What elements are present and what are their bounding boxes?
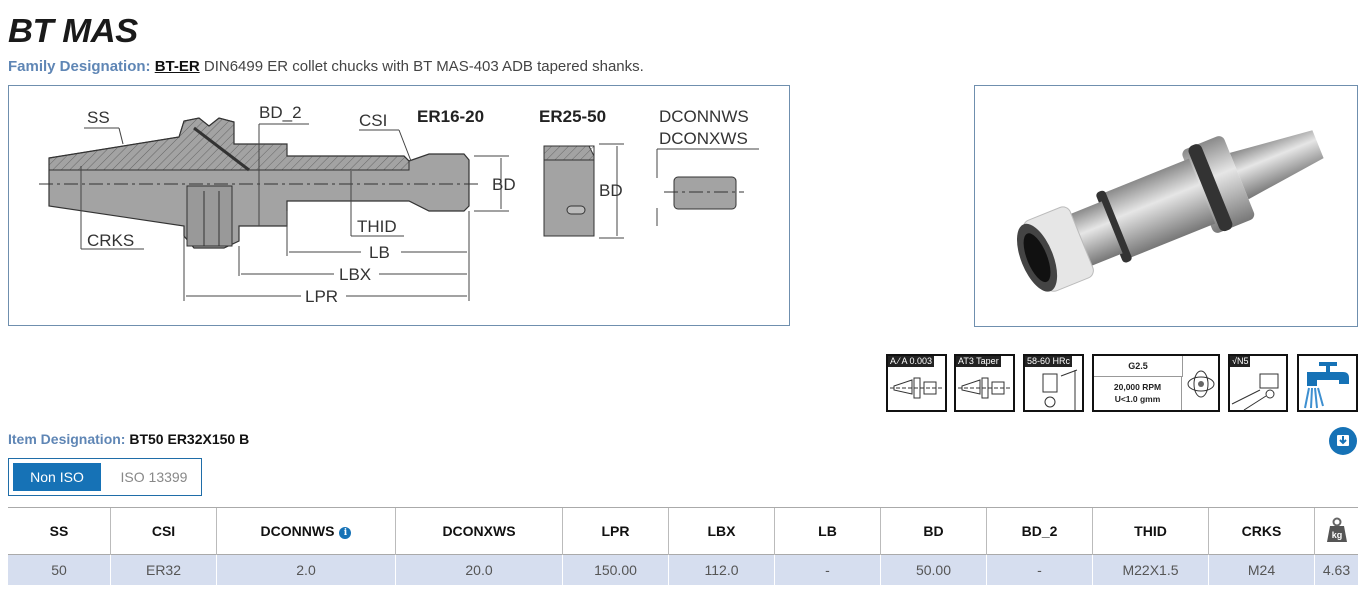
- download-button[interactable]: [1329, 427, 1357, 455]
- header-dconnws: DCONNWS i: [216, 507, 396, 555]
- surface-finish-icon: [1231, 373, 1279, 410]
- cell-bd2: -: [986, 554, 1093, 585]
- label-bd-er25: BD: [599, 181, 623, 200]
- label-thid: THID: [357, 217, 397, 236]
- family-description: DIN6499 ER collet chucks with BT MAS-403…: [203, 58, 644, 75]
- item-designation-label: Item Designation:: [8, 431, 126, 447]
- weight-kg-icon: kg: [1326, 517, 1347, 542]
- runout-icon: [890, 377, 944, 399]
- collet-chuck-render: [1017, 130, 1324, 292]
- badge-taper: AT3 Taper: [954, 354, 1015, 412]
- header-thid: THID: [1092, 507, 1209, 555]
- taper-icon: [958, 377, 1012, 399]
- label-lbx: LBX: [339, 265, 371, 284]
- cell-lbx: 112.0: [668, 554, 775, 585]
- badge-coolant: [1297, 354, 1358, 412]
- header-crks: CRKS: [1208, 507, 1315, 555]
- header-lpr: LPR: [562, 507, 669, 555]
- family-designation: Family Designation: BT-ER DIN6499 ER col…: [8, 58, 644, 75]
- item-designation-value: BT50 ER32X150 B: [129, 431, 250, 447]
- badge-hardness: 58-60 HRc: [1023, 354, 1084, 412]
- label-bd-er16: BD: [492, 175, 516, 194]
- hardness-tester-icon: [1042, 369, 1078, 410]
- header-ss: SS: [8, 507, 111, 555]
- badge-balance: G2.5 20,000 RPM U<1.0 gmm: [1092, 354, 1220, 412]
- balance-specs: 20,000 RPM U<1.0 gmm: [1094, 377, 1182, 410]
- cell-dconxws: 20.0: [395, 554, 563, 585]
- standard-toggle: Non ISO ISO 13399: [8, 458, 202, 496]
- header-lbx: LBX: [668, 507, 775, 555]
- cell-csi: ER32: [110, 554, 217, 585]
- balance-u: U<1.0 gmm: [1114, 394, 1161, 404]
- cell-weight: 4.63: [1314, 554, 1358, 585]
- table-header-row: SS CSI DCONNWS i DCONXWS LPR LBX LB BD BD…: [8, 507, 1358, 555]
- hardness-text: 58-60 HRc: [1025, 356, 1073, 367]
- product-image: [974, 85, 1358, 327]
- surface-text: √N5: [1230, 356, 1251, 367]
- label-er25-50: ER25-50: [539, 107, 606, 126]
- runout-text: A ⁄ A 0.003: [888, 356, 935, 367]
- item-designation: Item Designation: BT50 ER32X150 B: [8, 431, 249, 447]
- balance-rpm: 20,000 RPM: [1113, 382, 1162, 392]
- label-crks: CRKS: [87, 231, 134, 250]
- label-bd2: BD_2: [259, 103, 302, 122]
- download-icon: [1337, 435, 1349, 446]
- label-lb: LB: [369, 243, 390, 262]
- family-designation-label: Family Designation:: [8, 58, 151, 75]
- balance-grade: G2.5: [1094, 356, 1183, 377]
- coolant-tap-icon: [1304, 362, 1349, 409]
- weight-unit: kg: [1331, 530, 1342, 540]
- family-link[interactable]: BT-ER: [154, 58, 200, 75]
- cell-dconnws: 2.0: [216, 554, 396, 585]
- label-csi: CSI: [359, 111, 387, 130]
- cell-bd: 50.00: [880, 554, 987, 585]
- header-dconnws-label: DCONNWS: [260, 523, 335, 539]
- taper-text: AT3 Taper: [956, 356, 1001, 367]
- page-title: BT MAS: [8, 12, 138, 49]
- cell-ss: 50: [8, 554, 111, 585]
- technical-drawing: SS BD_2 CSI ER16-20 BD ER25-50 BD DCONNW…: [8, 85, 790, 326]
- header-lb: LB: [774, 507, 881, 555]
- specs-table: SS CSI DCONNWS i DCONXWS LPR LBX LB BD BD…: [8, 507, 1358, 585]
- cell-lpr: 150.00: [562, 554, 669, 585]
- gyroscope-icon: [1187, 370, 1215, 398]
- header-csi: CSI: [110, 507, 217, 555]
- table-row: 50 ER32 2.0 20.0 150.00 112.0 - 50.00 - …: [8, 554, 1358, 585]
- cell-crks: M24: [1208, 554, 1315, 585]
- drawing-svg: SS BD_2 CSI ER16-20 BD ER25-50 BD DCONNW…: [39, 103, 759, 306]
- badge-surface-finish: √N5: [1228, 354, 1288, 412]
- header-weight: kg: [1314, 507, 1358, 555]
- label-dconnws: DCONNWS: [659, 107, 749, 126]
- toggle-non-iso[interactable]: Non ISO: [13, 463, 101, 491]
- label-lpr: LPR: [305, 287, 338, 306]
- info-icon[interactable]: i: [339, 527, 352, 539]
- cell-thid: M22X1.5: [1092, 554, 1209, 585]
- label-ss: SS: [87, 108, 110, 127]
- label-er16-20: ER16-20: [417, 107, 484, 126]
- toggle-iso-13399[interactable]: ISO 13399: [120, 469, 188, 485]
- label-dconxws: DCONXWS: [659, 129, 748, 148]
- badge-runout: A ⁄ A 0.003: [886, 354, 947, 412]
- header-dconxws: DCONXWS: [395, 507, 563, 555]
- header-bd: BD: [880, 507, 987, 555]
- header-bd2: BD_2: [986, 507, 1093, 555]
- cell-lb: -: [774, 554, 881, 585]
- collet-shank: [673, 176, 737, 210]
- er25-50-nut: [543, 145, 595, 237]
